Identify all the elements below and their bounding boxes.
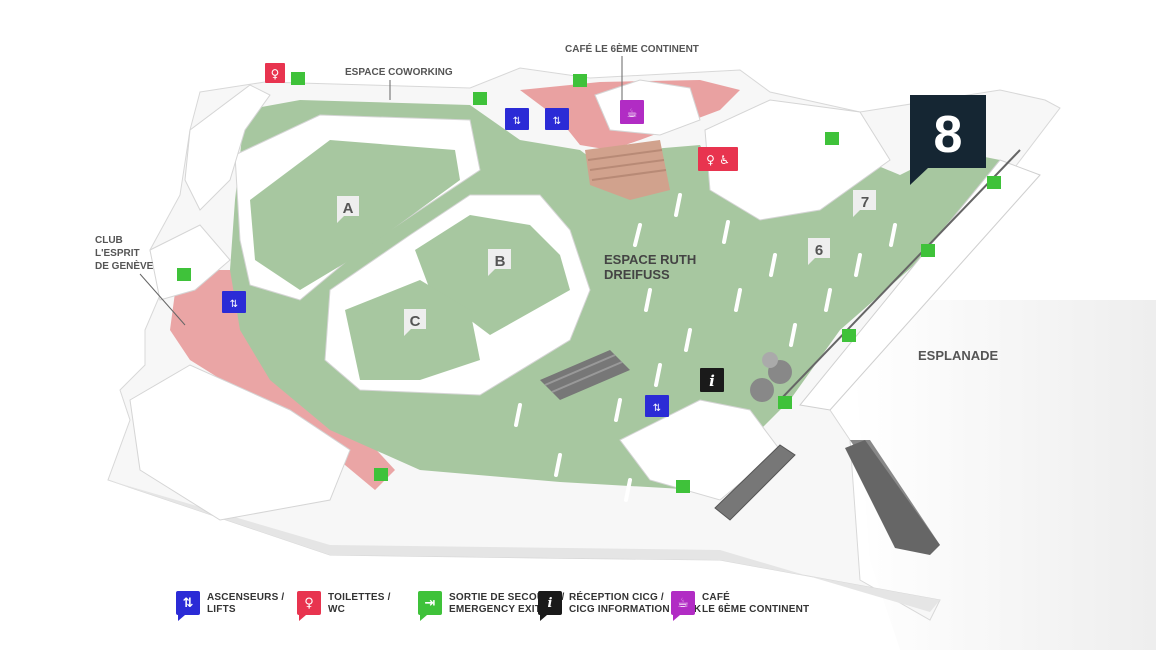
svg-text:☕: ☕ xyxy=(627,106,638,120)
room-label-a: A xyxy=(343,200,354,217)
legend-lifts: ⇅ ASCENSEURS / LIFTS xyxy=(176,591,285,621)
elevator-icon: ⇅ xyxy=(176,591,200,621)
emergency-exit-marker xyxy=(573,74,587,87)
emergency-exit-marker xyxy=(921,244,935,257)
walkway xyxy=(799,159,1041,411)
esplanade-ground xyxy=(850,300,1156,650)
floor-number-badge: 8 xyxy=(910,95,986,185)
lower-left-building xyxy=(129,364,351,521)
label-ruth-2: DREIFUSS xyxy=(604,267,670,282)
svg-text:⇅: ⇅ xyxy=(653,403,661,414)
emergency-exit-icon: ⇥ xyxy=(418,591,442,621)
legend-toilets-line2: WC xyxy=(328,604,346,615)
partitions xyxy=(514,193,897,502)
room-badge-7: 7 xyxy=(853,190,876,217)
emergency-exit-marker xyxy=(825,132,839,145)
label-club-3: DE GENÈVE xyxy=(95,259,154,272)
room-badge-a: A xyxy=(337,196,359,223)
legend-exit-line1: SORTIE DE SECOURS / xyxy=(449,592,565,603)
legend-toilets-line1: TOILETTES / xyxy=(328,592,391,603)
room-badge-6: 6 xyxy=(808,238,830,265)
room-label-b: B xyxy=(495,253,506,270)
legend-exit-line2: EMERGENCY EXIT xyxy=(449,604,542,615)
lift-marker[interactable]: ⇅ xyxy=(222,291,246,313)
legend-info: i RÉCEPTION CICG / CICG INFORMATION DESK xyxy=(538,591,702,621)
emergency-exit-markers[interactable] xyxy=(177,72,1001,493)
map-markers[interactable]: ♀ ♀ ♿ ⇅ ⇅ ⇅ ⇅ ☕ i xyxy=(177,63,1001,493)
area-labels: ESPACE COWORKING CAFÉ LE 6ÈME CONTINENT … xyxy=(95,42,999,363)
cafe-stairs xyxy=(585,140,670,200)
toilet-icon: ♀ xyxy=(297,591,321,621)
floor-number: 8 xyxy=(934,106,963,164)
label-cafe: CAFÉ LE 6ÈME CONTINENT xyxy=(565,42,699,55)
room-label-6: 6 xyxy=(815,242,823,259)
emergency-exit-marker xyxy=(842,329,856,342)
coffee-cup-icon: ☕ xyxy=(671,591,695,621)
label-club-1: CLUB xyxy=(95,235,123,246)
emergency-exit-marker xyxy=(374,468,388,481)
toilet-marker[interactable]: ♀ xyxy=(265,63,285,83)
legend-cafe-line2: LE 6ÈME CONTINENT xyxy=(702,604,810,615)
room-label-c: C xyxy=(410,313,421,330)
svg-text:⇅: ⇅ xyxy=(553,116,561,127)
svg-text:♀: ♀ xyxy=(271,67,280,81)
cafe-marker[interactable]: ☕ xyxy=(620,100,644,124)
lift-marker[interactable]: ⇅ xyxy=(505,108,529,130)
info-marker-glyph: i xyxy=(709,372,715,390)
railing xyxy=(779,149,1021,401)
exterior-boxes xyxy=(714,440,940,555)
legend-exit: ⇥ SORTIE DE SECOURS / EMERGENCY EXIT xyxy=(418,591,565,621)
room-badge-b: B xyxy=(488,249,511,276)
right-building xyxy=(704,99,891,221)
emergency-exit-marker xyxy=(473,92,487,105)
emergency-exit-marker xyxy=(177,268,191,281)
emergency-exit-marker xyxy=(987,176,1001,189)
legend-info-line2: CICG INFORMATION DESK xyxy=(569,604,702,615)
label-coworking: ESPACE COWORKING xyxy=(345,67,453,78)
toilet-accessible-marker[interactable]: ♀ ♿ xyxy=(698,147,738,171)
emergency-exit-marker xyxy=(778,396,792,409)
legend-lifts-line2: LIFTS xyxy=(207,604,236,615)
legend-cafe-line1: CAFÉ xyxy=(702,592,731,603)
round-tables xyxy=(750,352,792,402)
room-badge-c: C xyxy=(404,309,426,336)
emergency-exit-marker xyxy=(291,72,305,85)
label-esplanade: ESPLANADE xyxy=(918,348,999,363)
label-ruth-1: ESPACE RUTH xyxy=(604,252,696,267)
escalators xyxy=(540,350,630,400)
label-club-2: L'ESPRIT xyxy=(95,248,140,259)
top-left-building xyxy=(184,84,271,211)
legend-cafe: ☕ CAFÉ LE 6ÈME CONTINENT xyxy=(671,591,810,621)
left-wing xyxy=(149,224,231,301)
legend-info-line1: RÉCEPTION CICG / xyxy=(569,592,664,603)
svg-text:♀ ♿: ♀ ♿ xyxy=(706,153,730,167)
legend-toilets: ♀ TOILETTES / WC xyxy=(297,591,391,621)
legend-lifts-line1: ASCENSEURS / xyxy=(207,592,285,603)
lift-marker[interactable]: ⇅ xyxy=(545,108,569,130)
svg-text:⇅: ⇅ xyxy=(513,116,521,127)
svg-text:⇅: ⇅ xyxy=(230,299,238,310)
emergency-exit-marker xyxy=(676,480,690,493)
room-badges: A B C 6 7 xyxy=(337,190,876,336)
room-label-7: 7 xyxy=(861,194,869,211)
info-marker[interactable]: i xyxy=(700,368,724,392)
lift-marker[interactable]: ⇅ xyxy=(645,395,669,417)
info-icon: i xyxy=(538,591,562,621)
